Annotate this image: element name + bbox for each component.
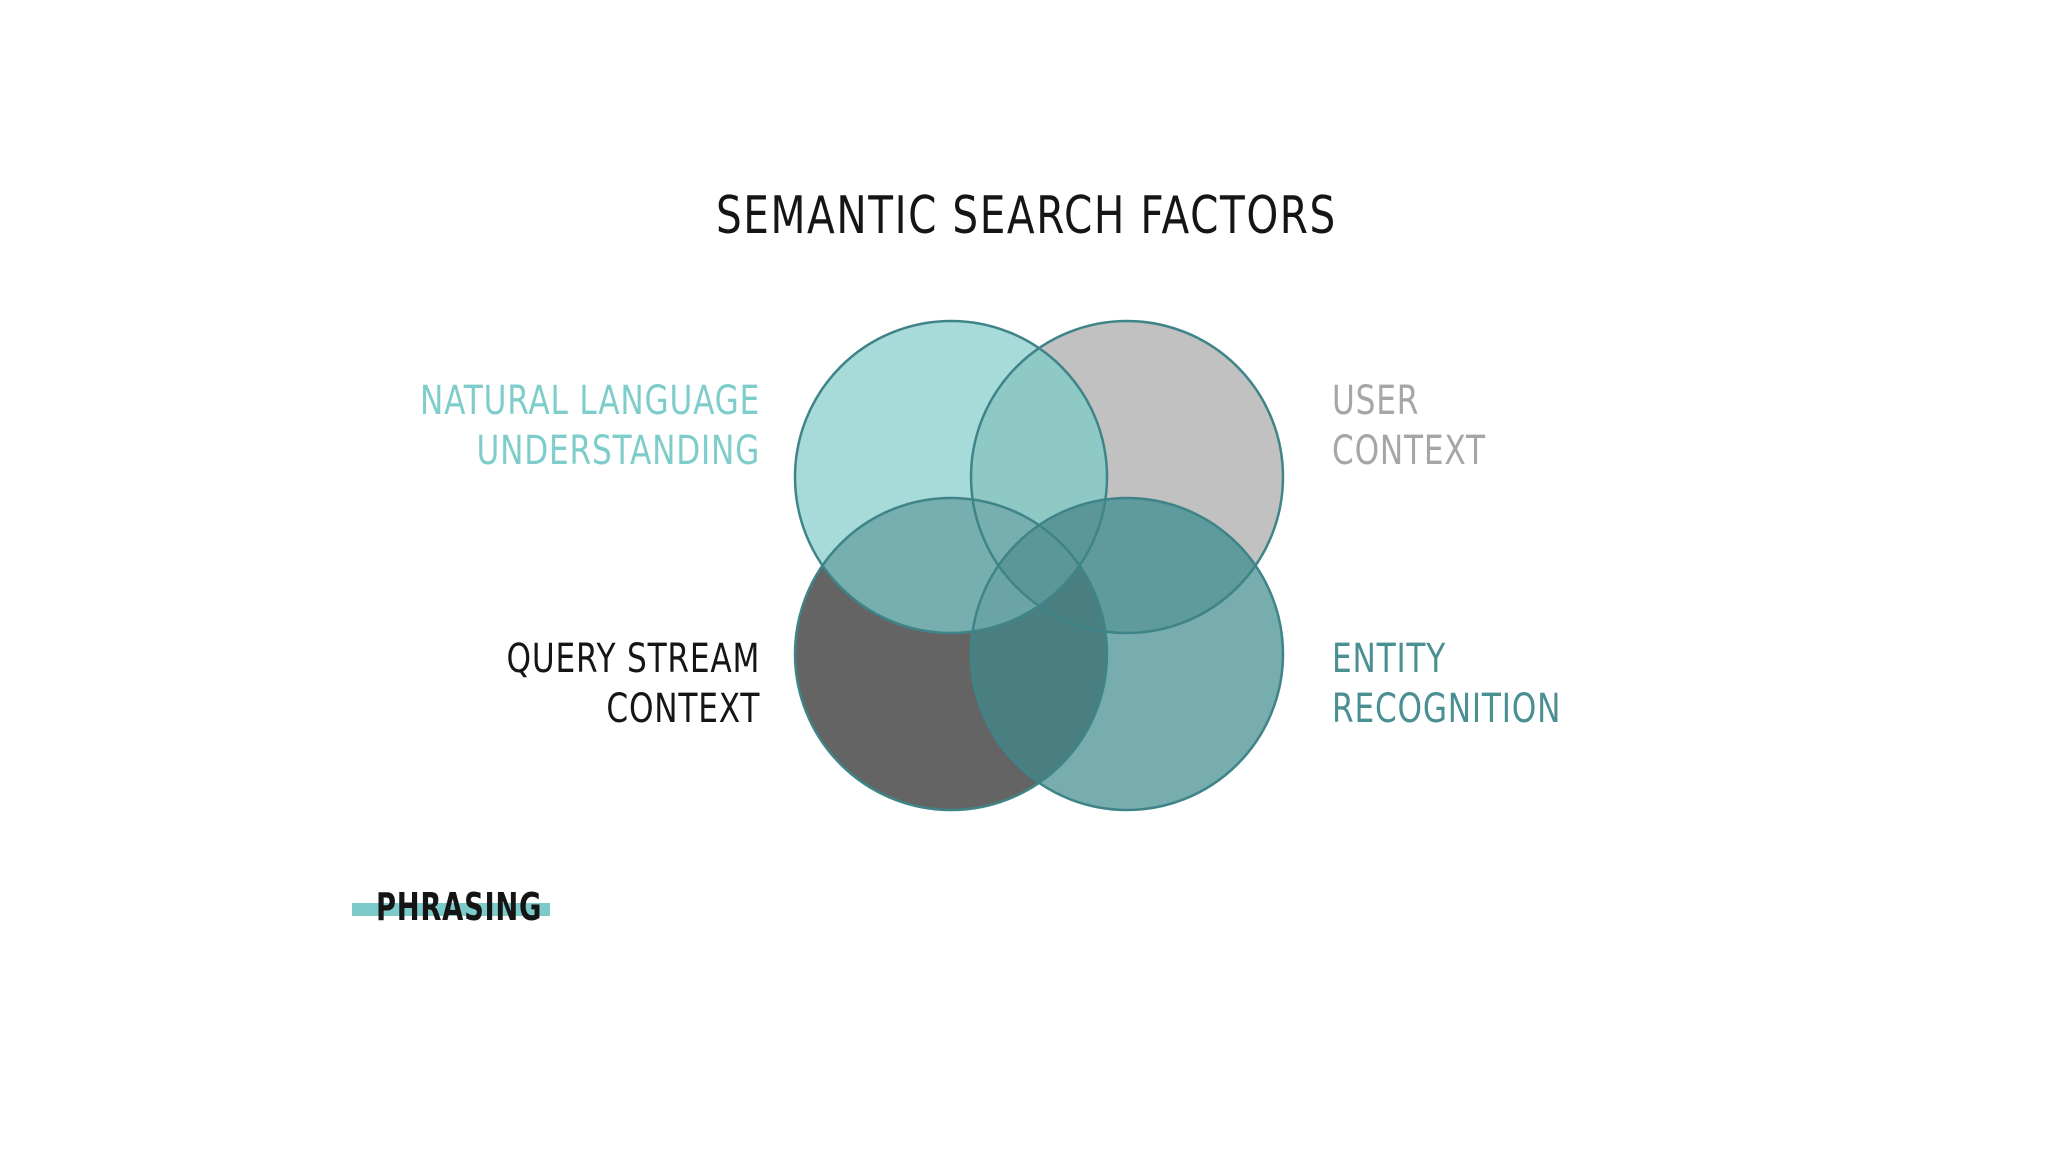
circle-outlines (793, 319, 1285, 812)
user-context-label-line-2: CONTEXT (1332, 428, 1486, 474)
user-context-label: USER CONTEXT (1332, 376, 1486, 476)
nlu-label: NATURAL LANGUAGE UNDERSTANDING (420, 376, 760, 476)
query-stream-label-line-2: CONTEXT (606, 686, 760, 732)
query-stream-label-line-1: QUERY STREAM (506, 636, 760, 682)
diagram-title: SEMANTIC SEARCH FACTORS (715, 186, 1337, 246)
entity-label-line-2: RECOGNITION (1332, 686, 1562, 732)
nlu-label-line-2: UNDERSTANDING (476, 428, 760, 474)
brand-logo: PHRASING (352, 884, 552, 930)
entity-label-line-1: ENTITY (1332, 636, 1447, 682)
nlu-label-line-1: NATURAL LANGUAGE (419, 378, 760, 424)
entity-label: ENTITY RECOGNITION (1332, 634, 1561, 734)
query-stream-label: QUERY STREAM CONTEXT (506, 634, 760, 734)
brand-name: PHRASING (376, 885, 543, 929)
brand-accent-bar (352, 903, 550, 916)
user-context-label-line-1: USER (1332, 378, 1420, 424)
